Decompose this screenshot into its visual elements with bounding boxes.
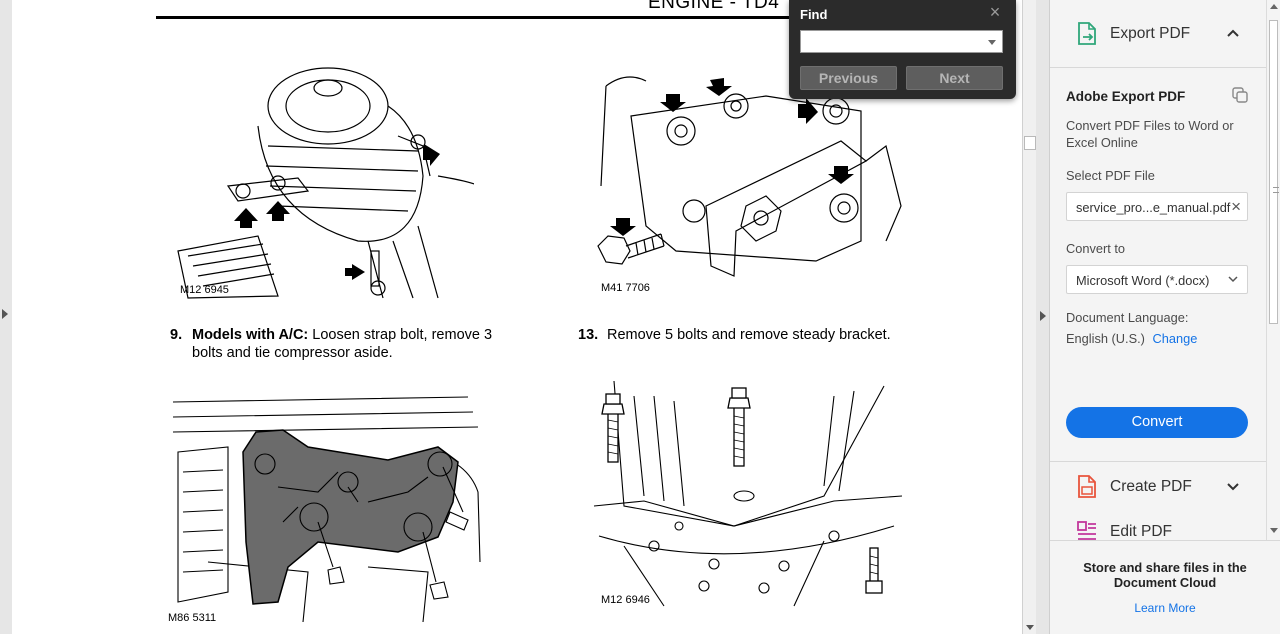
step-text-line2: bolts and tie compressor aside.: [192, 345, 393, 361]
step-13: 13. Remove 5 bolts and remove steady bra…: [578, 326, 938, 346]
expand-left-arrow-icon[interactable]: [2, 309, 8, 319]
right-pane-toggle[interactable]: [1036, 0, 1050, 634]
change-language-link[interactable]: Change: [1152, 331, 1198, 346]
step-9: 9. Models with A/C: Loosen strap bolt, r…: [170, 326, 530, 366]
edit-pdf-tool[interactable]: Edit PDF: [1050, 512, 1266, 540]
find-title: Find: [800, 7, 828, 22]
gearbox-bolts-illustration: [593, 380, 902, 607]
clear-file-icon[interactable]: ×: [1231, 197, 1241, 216]
document-scrollbar[interactable]: [1022, 0, 1036, 634]
export-pdf-tool[interactable]: Export PDF: [1050, 14, 1266, 54]
edit-pdf-label: Edit PDF: [1110, 523, 1173, 540]
document-page: ENGINE - TD4: [12, 0, 1022, 634]
selected-file-field[interactable]: service_pro...e_manual.pdf ×: [1066, 192, 1248, 221]
figure-label: M12 6946: [601, 594, 650, 606]
document-language-value: English (U.S.): [1066, 331, 1145, 346]
convert-to-select[interactable]: Microsoft Word (*.docx): [1066, 265, 1248, 294]
figure-gearbox-bolts: M12 6946: [584, 376, 902, 608]
figure-steady-bracket: M41 7706: [586, 66, 908, 300]
learn-more-link[interactable]: Learn More: [1134, 601, 1196, 615]
tools-panel-scrollbar-thumb[interactable]: [1269, 20, 1279, 324]
figure-label: M86 5311: [168, 612, 217, 624]
step-number: 13.: [578, 327, 599, 343]
find-input[interactable]: [800, 30, 1003, 53]
create-pdf-label: Create PDF: [1110, 478, 1192, 495]
step-number: 9.: [170, 327, 183, 343]
chevron-down-icon: [1228, 276, 1238, 283]
tools-panel: Export PDF Adobe Export PDF Convert PDF …: [1050, 0, 1266, 540]
left-pane-toggle[interactable]: [0, 0, 12, 634]
dropdown-caret-icon[interactable]: [988, 40, 996, 45]
document-scrollbar-thumb[interactable]: [1024, 136, 1036, 150]
scroll-down-arrow-icon[interactable]: [1026, 625, 1034, 630]
figure-compressor-bracket: M86 5311: [168, 392, 486, 628]
header-rule: [156, 16, 816, 19]
figure-label: M12 6945: [180, 284, 229, 296]
find-previous-button[interactable]: Previous: [800, 66, 897, 90]
document-cloud-promo: Store and share files in the Document Cl…: [1050, 540, 1280, 634]
close-icon[interactable]: ×: [989, 2, 1001, 22]
section-description: Convert PDF Files to Word or Excel Onlin…: [1066, 118, 1234, 150]
convert-to-value: Microsoft Word (*.docx): [1076, 273, 1210, 288]
scroll-up-arrow-icon[interactable]: [1270, 4, 1278, 9]
document-language-row: English (U.S.) Change: [1066, 331, 1197, 346]
edit-pdf-icon: [1077, 521, 1096, 540]
divider: [1050, 461, 1266, 462]
step-text: Remove 5 bolts and remove steady bracket…: [607, 327, 891, 343]
copy-icon[interactable]: [1231, 86, 1249, 104]
step-text-line1: Loosen strap bolt, remove 3: [308, 327, 493, 343]
convert-button[interactable]: Convert: [1066, 407, 1248, 438]
chevron-up-icon[interactable]: [1226, 26, 1240, 40]
selected-file-name: service_pro...e_manual.pdf: [1076, 200, 1231, 215]
step-condition: Models with A/C:: [192, 327, 309, 343]
chevron-down-icon[interactable]: [1226, 479, 1240, 493]
section-title: Adobe Export PDF: [1066, 89, 1186, 104]
collapse-right-arrow-icon[interactable]: [1040, 311, 1046, 321]
create-pdf-icon: [1078, 475, 1096, 498]
compressor-illustration: [177, 67, 474, 299]
compressor-bracket-illustration: [172, 396, 481, 623]
scroll-down-arrow-icon[interactable]: [1270, 528, 1278, 533]
convert-to-label: Convert to: [1066, 241, 1126, 256]
tools-panel-scrollbar[interactable]: [1266, 0, 1280, 540]
grip-icon: [1273, 187, 1279, 193]
export-pdf-label: Export PDF: [1110, 25, 1191, 42]
find-dialog: Find × Previous Next: [789, 0, 1016, 99]
create-pdf-tool[interactable]: Create PDF: [1050, 467, 1266, 507]
bracket-illustration: [597, 76, 902, 277]
cloud-message: Store and share files in the Document Cl…: [1083, 560, 1247, 590]
find-next-button[interactable]: Next: [906, 66, 1003, 90]
select-pdf-file-link[interactable]: Select PDF File: [1066, 168, 1155, 183]
divider: [1050, 67, 1266, 68]
document-language-label: Document Language:: [1066, 310, 1189, 325]
page-header: ENGINE - TD4: [648, 0, 780, 13]
export-pdf-icon: [1078, 22, 1096, 45]
step-text: Models with A/C: Loosen strap bolt, remo…: [192, 326, 492, 362]
figure-label: M41 7706: [601, 282, 650, 294]
figure-compressor: M12 6945: [168, 66, 474, 300]
